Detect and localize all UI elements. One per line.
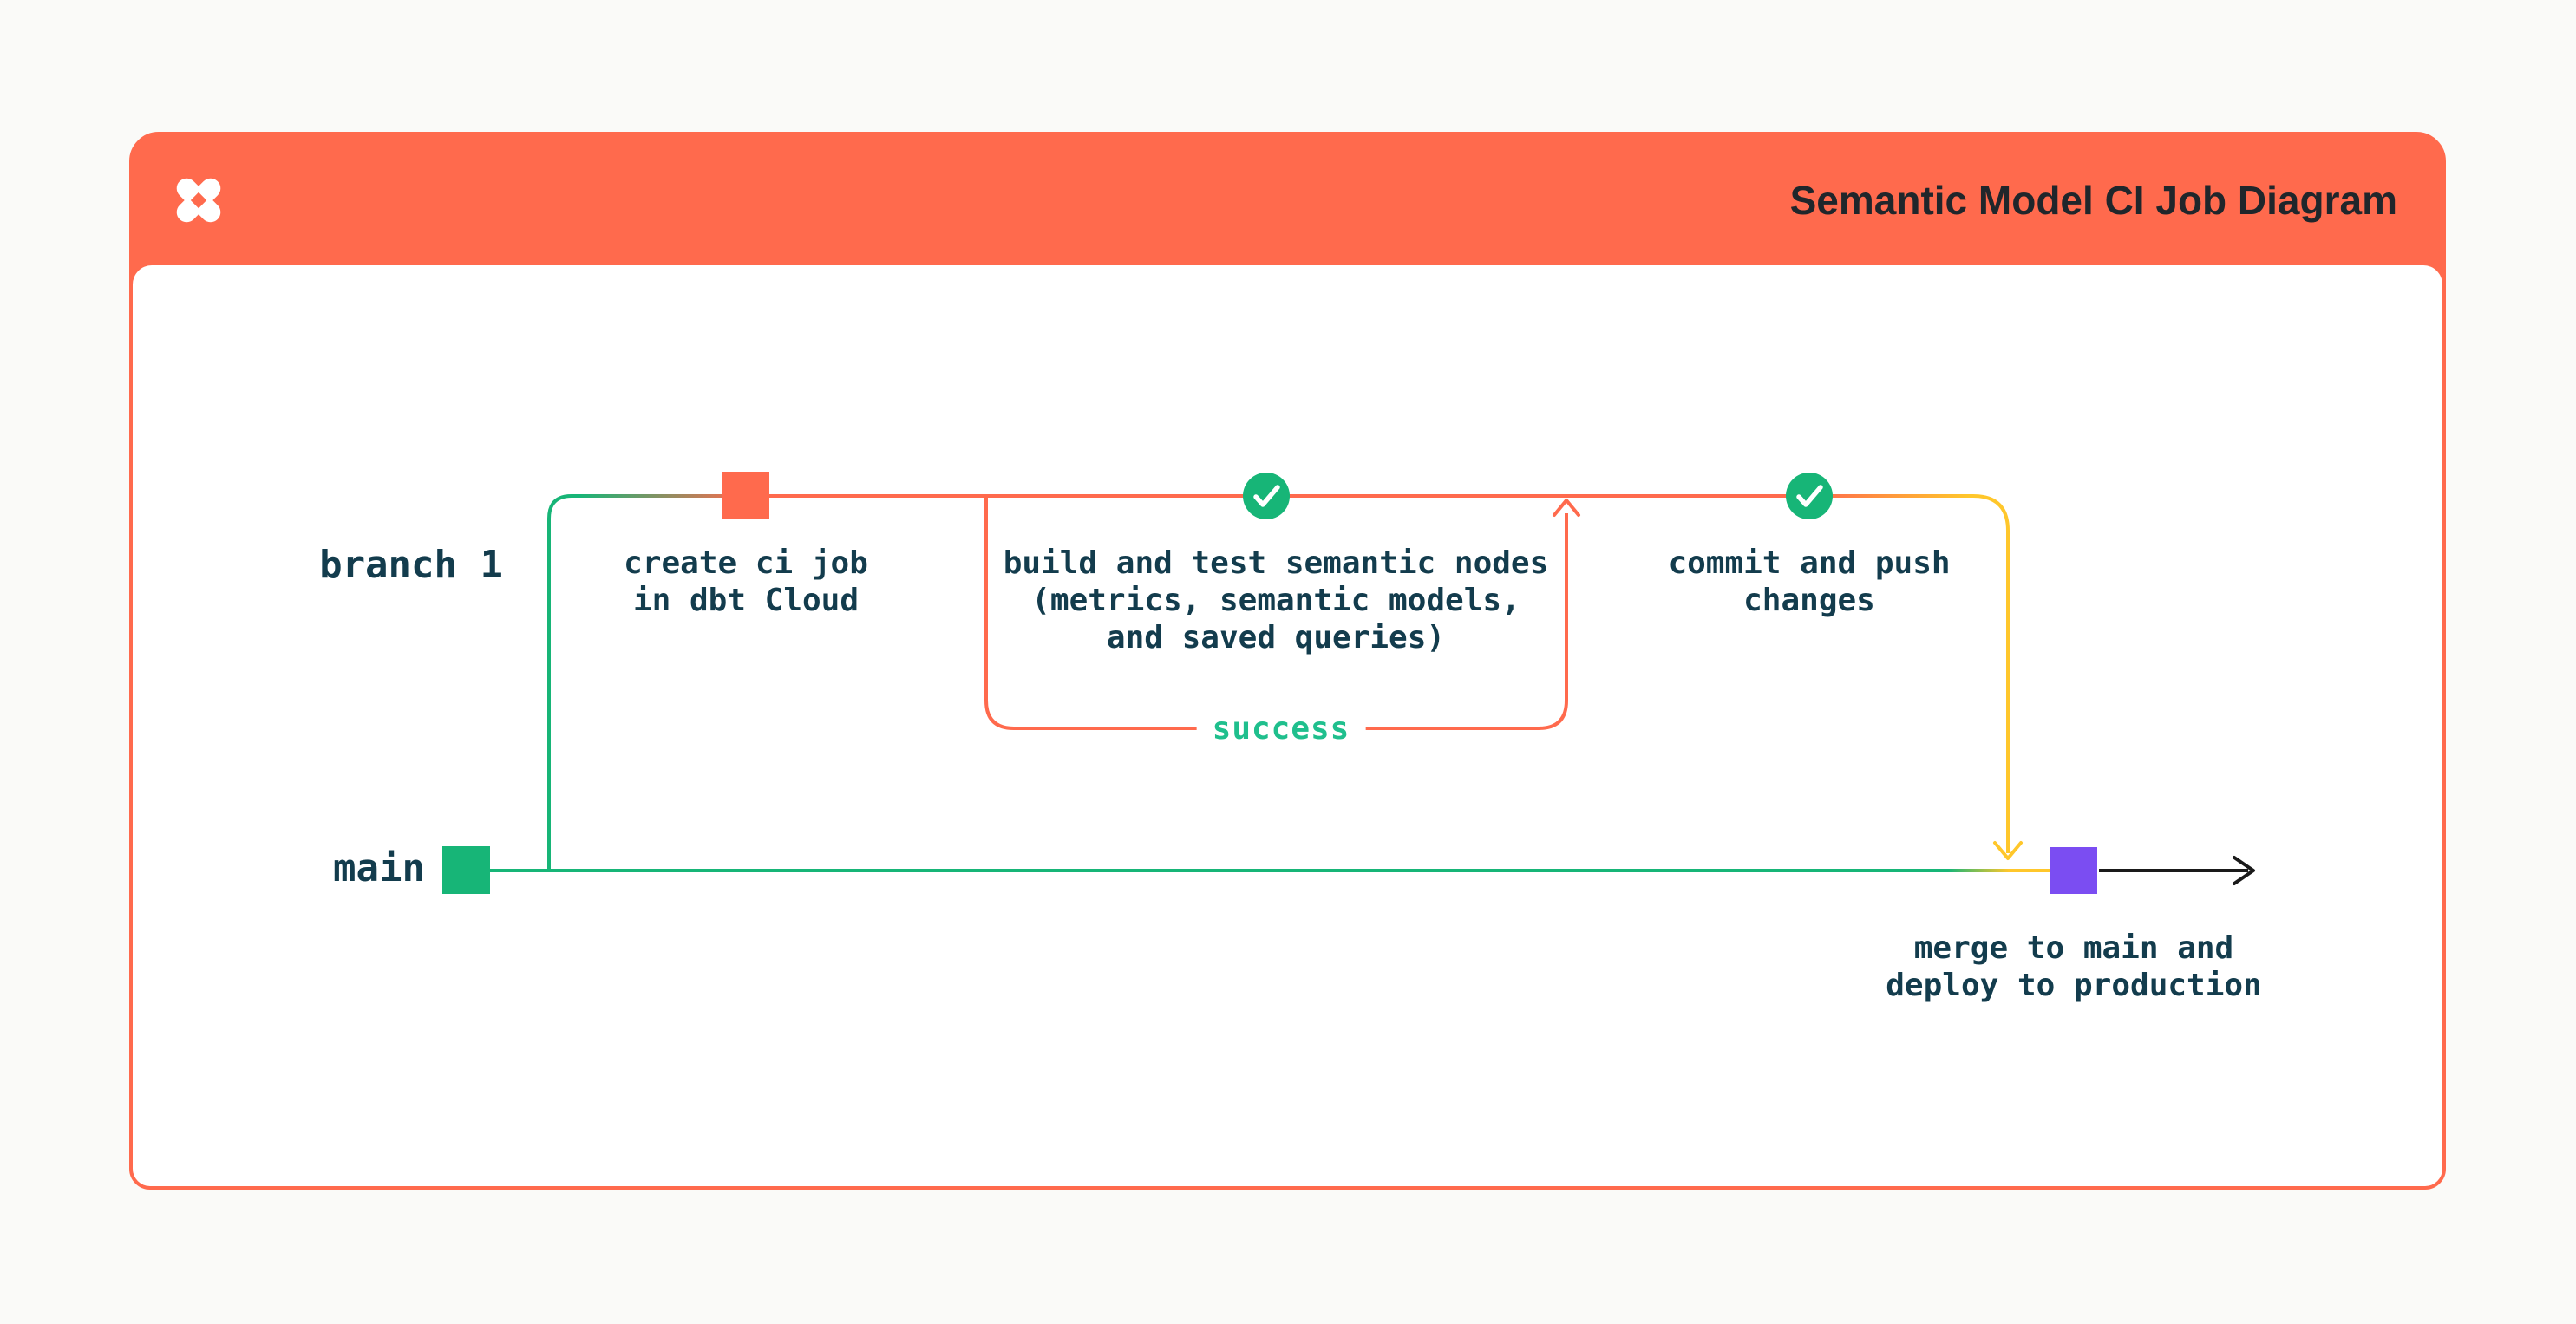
- page-title: Semantic Model CI Job Diagram: [1789, 178, 2397, 223]
- diagram-card: Semantic Model CI Job Diagram: [129, 132, 2446, 1190]
- diagram-body: [133, 265, 2442, 1186]
- card-header: Semantic Model CI Job Diagram: [133, 135, 2442, 265]
- dbt-logo-icon: [176, 178, 221, 223]
